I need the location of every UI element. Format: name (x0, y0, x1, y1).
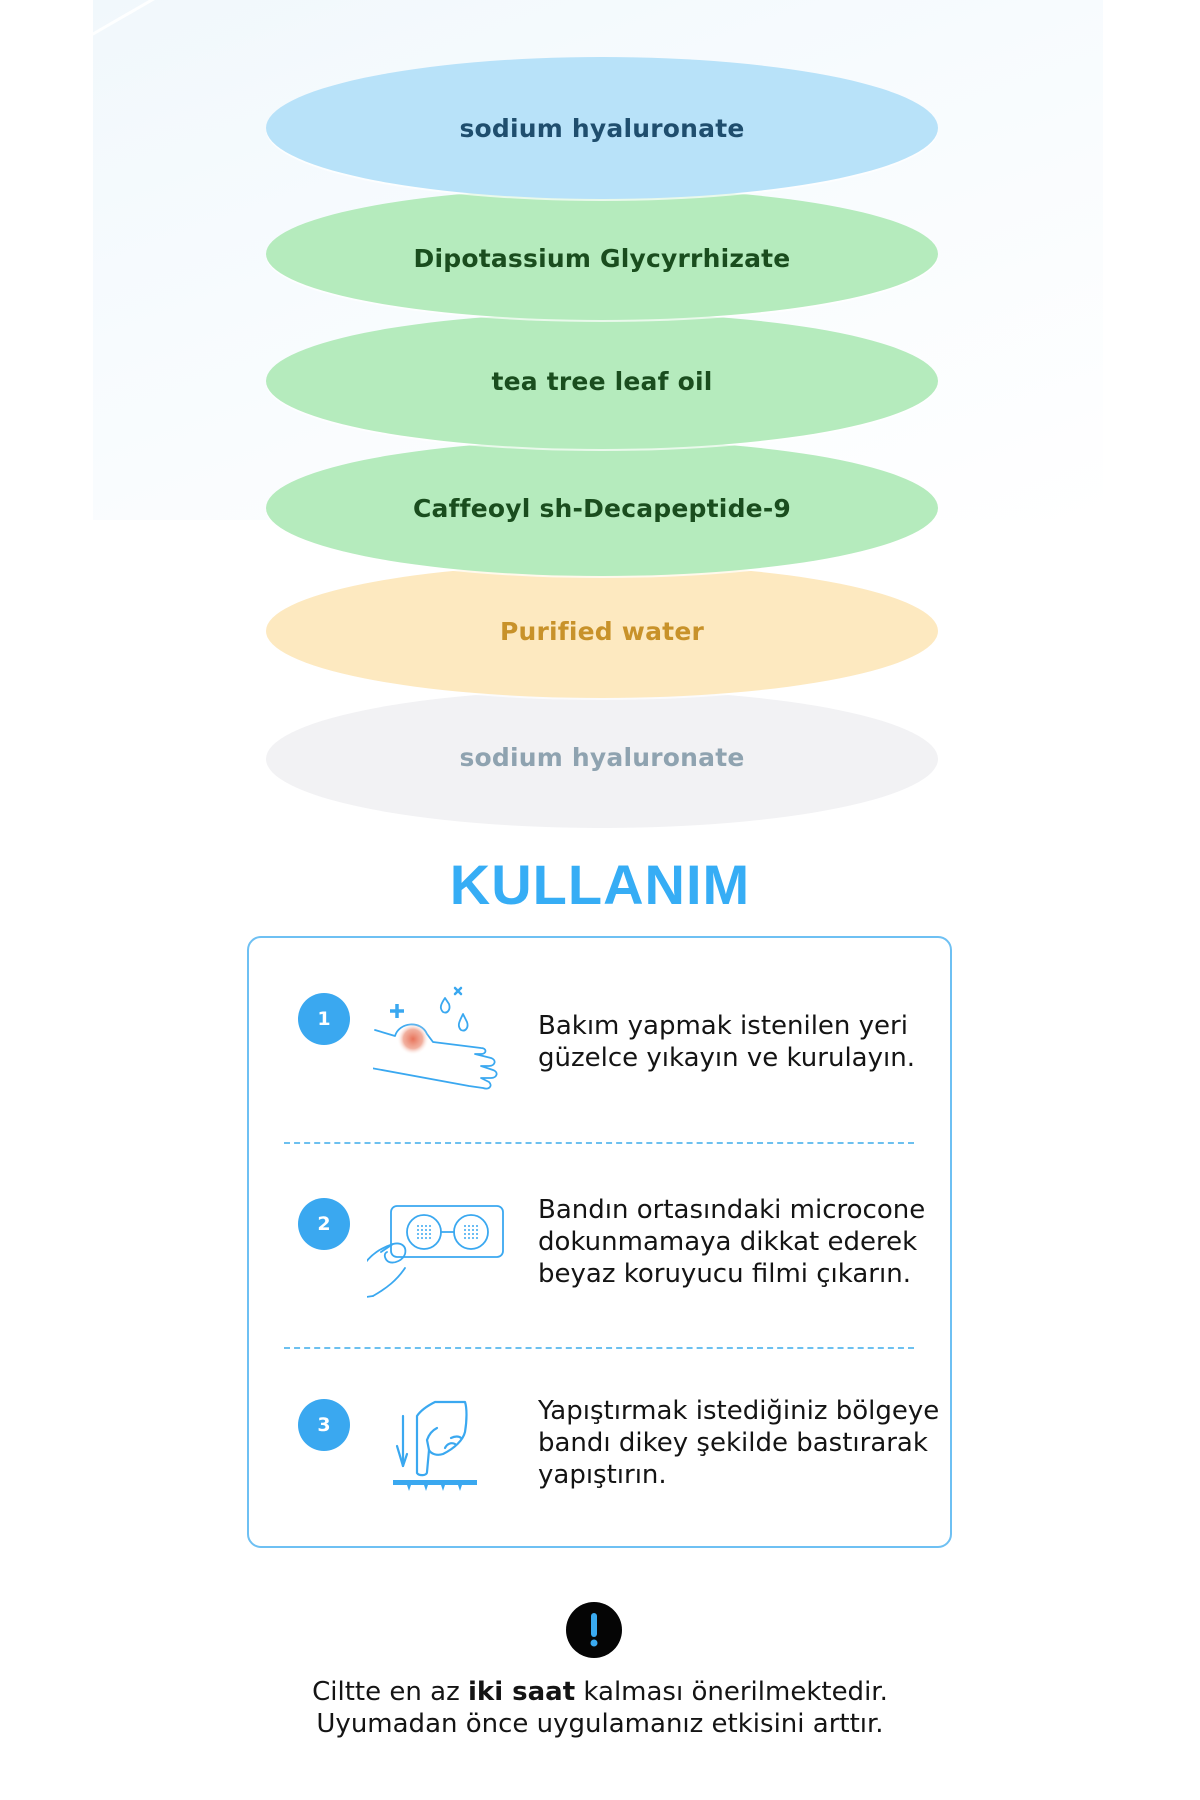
usage-note: Ciltte en az iki saat kalması önerilmekt… (0, 1676, 1200, 1740)
step-instruction: Yapıştırmak istediğiniz bölgeye bandı di… (538, 1396, 940, 1490)
ingredient-label: Caffeoyl sh-Decapeptide-9 (412, 493, 791, 523)
step-instruction: Bakım yapmak istenilen yeri güzelce yıka… (538, 1011, 915, 1073)
step-number-badge: 2 (298, 1198, 350, 1250)
ingredient-layer-1: sodium hyaluronate (266, 57, 938, 199)
wash-hand-icon (373, 986, 498, 1090)
note-text: Ciltte en az (312, 1677, 468, 1707)
ingredient-layer-2: Dipotassium Glycyrrhizate (266, 188, 938, 320)
peel-patch-icon (367, 1205, 504, 1298)
ingredient-layer-3: tea tree leaf oil (266, 313, 938, 449)
press-finger-icon (393, 1400, 477, 1491)
usage-steps-card: 1 Bakım yapmak istenilen yeri güzelce yı… (247, 936, 952, 1548)
exclamation-icon (566, 1602, 622, 1658)
step-instruction: Bandın ortasındaki microcone dokunmamaya… (538, 1195, 926, 1289)
ingredient-label: tea tree leaf oil (491, 366, 713, 396)
step-number-badge: 1 (298, 993, 350, 1045)
ingredient-layer-6: sodium hyaluronate (266, 690, 938, 828)
note-line-2: Uyumadan önce uygulamanız etkisini arttı… (316, 1709, 884, 1739)
ingredient-layer-4: Caffeoyl sh-Decapeptide-9 (266, 440, 938, 576)
ingredient-label: sodium hyaluronate (459, 113, 745, 143)
step-divider (284, 1142, 914, 1144)
note-text: kalması önerilmektedir. (575, 1677, 888, 1707)
usage-title: KULLANIM (449, 853, 751, 916)
note-line-1: Ciltte en az iki saat kalması önerilmekt… (0, 1676, 1200, 1708)
step-number-badge: 3 (298, 1399, 350, 1451)
ingredient-label: Purified water (499, 616, 705, 646)
step-divider (284, 1347, 914, 1349)
ingredient-label: sodium hyaluronate (459, 742, 745, 772)
ingredient-layer-5: Purified water (266, 564, 938, 698)
ingredient-label: Dipotassium Glycyrrhizate (413, 243, 791, 273)
note-emphasis: iki saat (467, 1677, 576, 1707)
